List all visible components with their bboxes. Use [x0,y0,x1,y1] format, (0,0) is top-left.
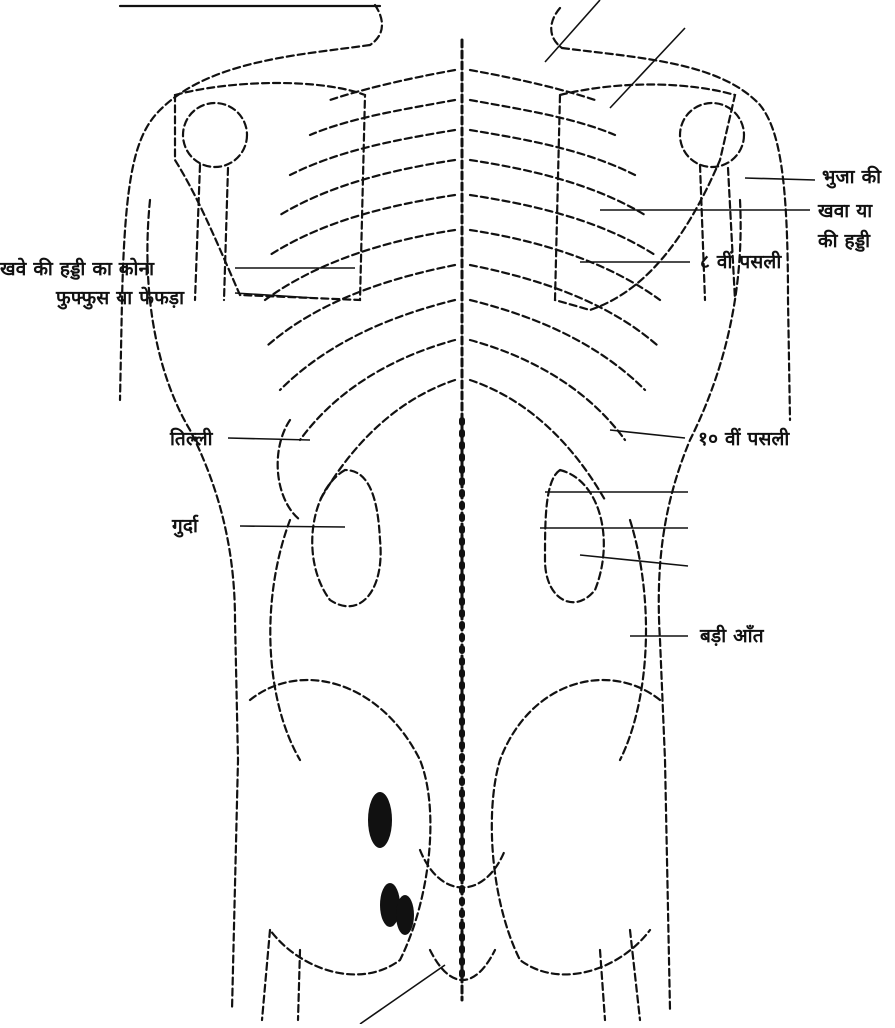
right-humerus-shaft [700,165,735,300]
label-kidney: गुर्दा [172,515,198,537]
leader-bottom [360,965,445,1024]
right-shoulder-outline [562,48,790,420]
rib-right [470,100,615,135]
leader-kidney [240,526,345,527]
leader-right-3 [580,555,688,566]
right-humerus-head [680,103,744,167]
label-arm-bone: भुजा की [822,166,881,188]
right-scapula [555,84,735,310]
left-humerus-head [183,103,247,167]
right-femur [600,930,640,1020]
leader-top-2 [610,28,685,108]
rib-left [310,100,455,135]
rib-left [320,380,455,500]
label-rib-10: १० वीं पसली [698,428,790,450]
rib-left [330,70,455,100]
label-spleen: तिल्ली [170,428,213,450]
label-rib-8: ८ वीं पसली [700,251,781,273]
rib-right [470,130,635,175]
left-flank-outline [147,200,238,1010]
right-kidney [545,470,604,602]
rib-left [290,130,455,175]
right-flank-outline [659,200,741,1010]
spleen [278,420,300,520]
label-large-intestine: बड़ी आँत [700,625,764,647]
label-scapula-line1: खवा या [818,200,872,222]
rib-right [470,70,595,100]
label-scapula-line2: की हड्डी [818,230,870,252]
leader-arm [745,178,815,180]
leader-spleen [228,438,310,440]
rib-right [470,380,605,500]
left-kidney [312,470,380,606]
leader-top-1 [545,0,600,62]
neck-outline [370,5,562,48]
pelvis-shading [368,792,392,848]
label-scapula-angle: खवे की हड्डी का कोना [0,258,154,280]
label-lung: फुफ्फुस या फेफड़ा [56,287,184,309]
pelvis-shading [396,895,414,935]
rib-right [470,195,655,255]
pelvis-right [492,680,660,974]
